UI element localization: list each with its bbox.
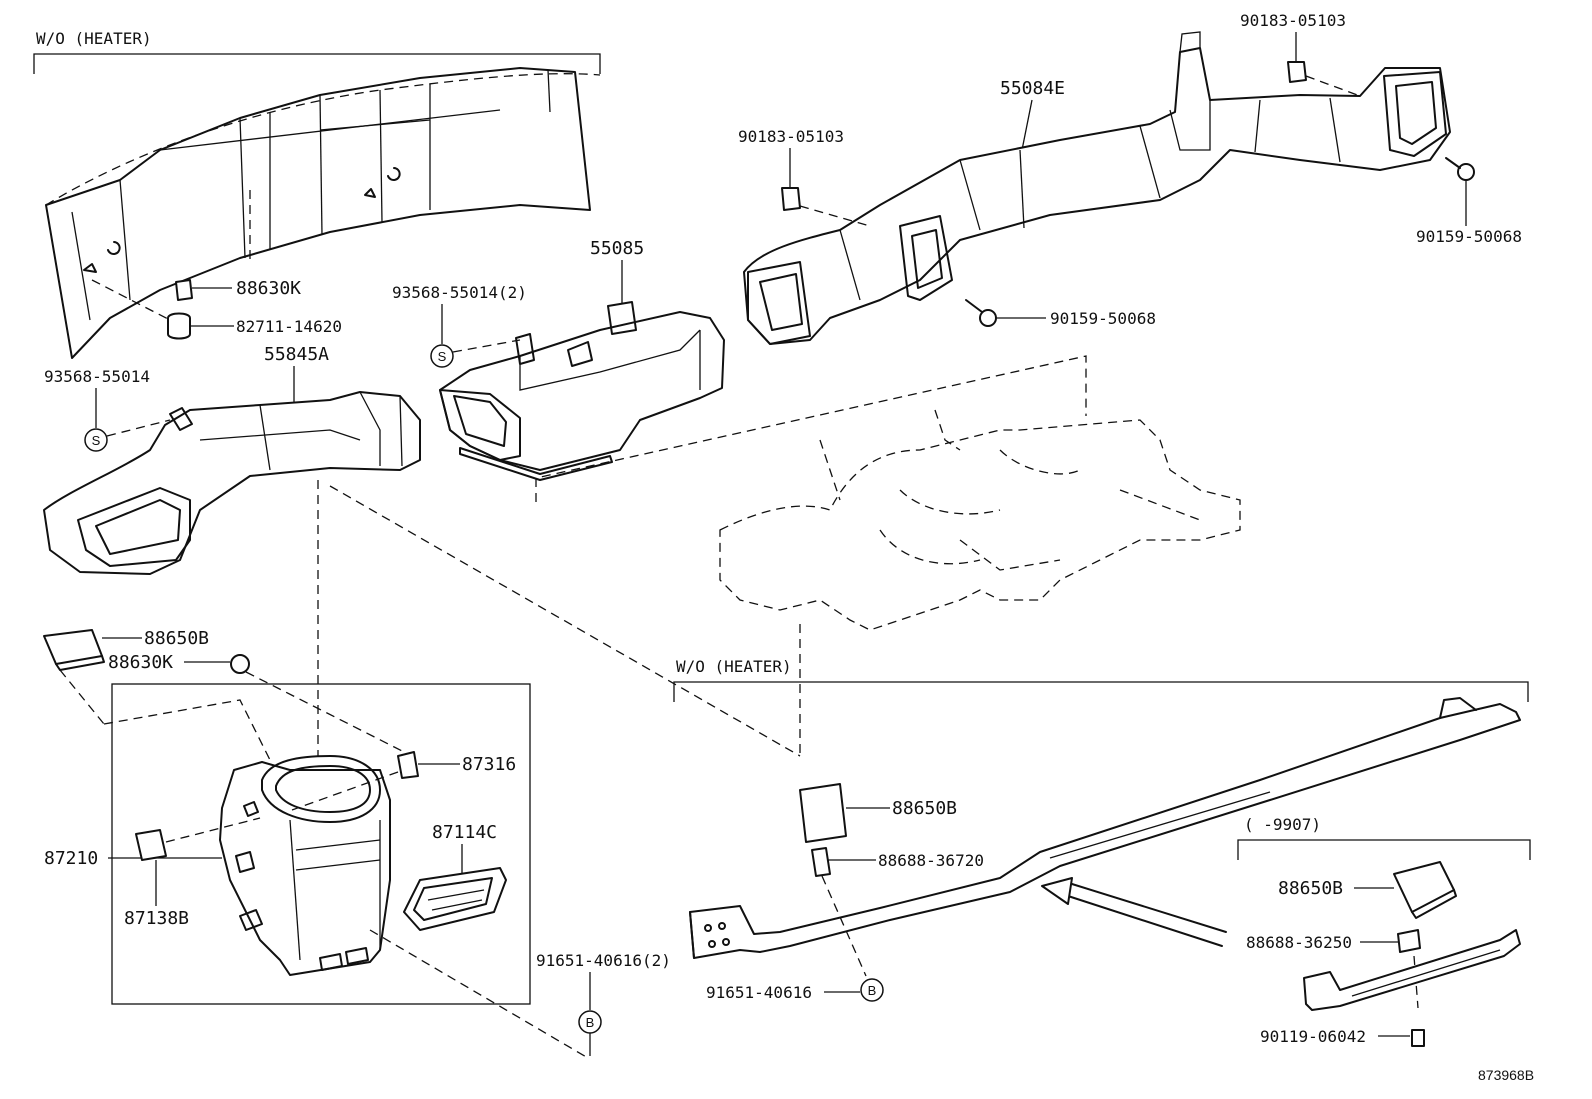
- range-9907-bracket: [1237, 839, 1531, 860]
- wo-heater-bottom-bracket: [673, 681, 1529, 702]
- label-88688-36720: 88688-36720: [878, 851, 984, 870]
- label-82711-14620: 82711-14620: [236, 317, 342, 336]
- label-88630k-top: 88630K: [236, 278, 301, 299]
- clip-87138b: 87138B: [124, 817, 261, 929]
- part-88650b-right: 88650B: [1278, 861, 1457, 919]
- b-symbol-right-text: B: [868, 983, 877, 998]
- reference-number: 873968B: [1478, 1067, 1534, 1083]
- label-87316: 87316: [462, 754, 516, 775]
- vehicle-body-outline: [535, 355, 1241, 631]
- wo-heater-bottom-group: W/O (HEATER): [673, 657, 1529, 702]
- bolt-90119-06042: 90119-06042: [1260, 1027, 1425, 1047]
- s-symbol-center-text: S: [438, 349, 447, 364]
- duct-55085: 55085: [439, 238, 725, 481]
- wo-heater-top-heading: W/O (HEATER): [36, 29, 152, 48]
- label-90159-50068-center: 90159-50068: [1050, 309, 1156, 328]
- clip-88630k-top: 88630K: [175, 278, 301, 301]
- wo-heater-top-group: W/O (HEATER): [33, 29, 601, 74]
- support-bracket-long: [689, 697, 1521, 959]
- label-55845a: 55845A: [264, 344, 329, 365]
- duct-55845a: 55845A: [43, 344, 421, 575]
- wo-heater-bottom-heading: W/O (HEATER): [676, 657, 792, 676]
- s-symbol-left: [84, 428, 108, 452]
- screw-93568-55014-2: 93568-55014(2) S: [392, 283, 527, 368]
- detail-arrow: [1041, 877, 1227, 947]
- bolt-90159-50068-center: 90159-50068: [965, 299, 1156, 328]
- clip-88688-36250: 88688-36250: [1246, 929, 1421, 1009]
- label-87210: 87210: [44, 848, 98, 869]
- unit-87210: 87210: [44, 699, 391, 976]
- screw-91651-40616-2: 91651-40616(2) B: [369, 929, 671, 1059]
- label-93568-55014: 93568-55014: [44, 367, 150, 386]
- bracket-9907: [1303, 929, 1521, 1011]
- bolt-90159-50068-right: 90159-50068: [1416, 157, 1522, 246]
- part-88650b-left: 88650B: [43, 628, 209, 671]
- duct-55084e: 55084E: [743, 31, 1451, 345]
- clip-88688-36720: 88688-36720: [811, 847, 984, 977]
- screw-91651-40616: 91651-40616 B: [706, 978, 884, 1002]
- label-91651-40616: 91651-40616: [706, 983, 812, 1002]
- label-93568-55014-2: 93568-55014(2): [392, 283, 527, 302]
- label-87138b: 87138B: [124, 908, 189, 929]
- label-88650b-left: 88650B: [144, 628, 209, 649]
- clip-90183-05103-top: 90183-05103: [1240, 11, 1361, 97]
- clamp-82711-14620: 82711-14620: [167, 312, 342, 340]
- range-9907-heading: ( -9907): [1244, 815, 1321, 834]
- clip-87316: 87316: [291, 751, 516, 811]
- label-87114c: 87114C: [432, 822, 497, 843]
- dashed-connector-diagonal: [329, 485, 801, 757]
- label-90119-06042: 90119-06042: [1260, 1027, 1366, 1046]
- label-88650b-center: 88650B: [892, 798, 957, 819]
- s-symbol-center: [430, 344, 454, 368]
- detail-9907-group: ( -9907): [1237, 815, 1531, 860]
- label-90183-05103-top: 90183-05103: [1240, 11, 1346, 30]
- b-symbol-right: [860, 978, 884, 1002]
- part-88650b-center: 88650B: [799, 783, 957, 843]
- label-88630k-left: 88630K: [108, 652, 173, 673]
- label-90159-50068-right: 90159-50068: [1416, 227, 1522, 246]
- screw-93568-55014: 93568-55014 S: [44, 367, 171, 452]
- assembly-87210-box: [111, 683, 531, 1005]
- label-91651-40616-2: 91651-40616(2): [536, 951, 671, 970]
- s-symbol-left-text: S: [92, 433, 101, 448]
- label-88688-36250: 88688-36250: [1246, 933, 1352, 952]
- rear-duct-panel: [45, 67, 601, 359]
- label-88650b-right: 88650B: [1278, 878, 1343, 899]
- filter-87114c: 87114C: [403, 822, 507, 931]
- clip-90183-05103-mid: 90183-05103: [738, 127, 871, 227]
- label-55085: 55085: [590, 238, 644, 259]
- part-88630k-left: 88630K: [59, 652, 413, 757]
- b-symbol-left-text: B: [586, 1015, 595, 1030]
- label-90183-05103-mid: 90183-05103: [738, 127, 844, 146]
- wo-heater-top-bracket: [33, 53, 601, 74]
- label-55084e: 55084E: [1000, 78, 1065, 99]
